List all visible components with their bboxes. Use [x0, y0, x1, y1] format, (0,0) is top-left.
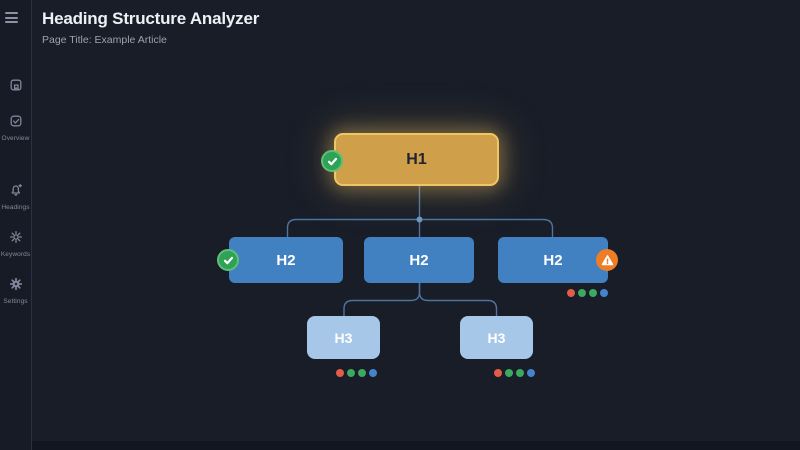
keyword-dots [336, 369, 377, 377]
keyword-dot [527, 369, 535, 377]
node-label: H3 [334, 329, 353, 346]
keyword-dots [567, 289, 608, 297]
sidebar-item-label: Keywords [0, 251, 31, 258]
keyword-dot [336, 369, 344, 377]
sidebar-item-keywords[interactable]: Keywords [0, 230, 31, 258]
node-h1[interactable]: H1 [334, 133, 499, 186]
sidebar-item-label: Headings [1, 204, 30, 211]
node-h2-2[interactable]: H2 [364, 237, 474, 283]
node-h2-1[interactable]: H2 [229, 237, 343, 283]
keyword-dot [589, 289, 597, 297]
node-h3-1[interactable]: H3 [307, 316, 380, 359]
sidebar-item-label: Settings [3, 298, 28, 305]
check-badge [217, 249, 239, 271]
page-subtitle: Page Title: Example Article [42, 34, 167, 46]
keyword-dot [369, 369, 377, 377]
header: Heading Structure Analyzer Page Title: E… [42, 9, 259, 46]
keyword-dot [516, 369, 524, 377]
check-icon [223, 256, 233, 264]
warning-badge [596, 249, 618, 271]
page-title: Heading Structure Analyzer [42, 9, 260, 28]
node-label: H3 [487, 329, 506, 346]
settings-gear-icon [9, 277, 22, 291]
keyword-dot [567, 289, 575, 297]
check-icon [327, 157, 337, 165]
node-h3-2[interactable]: H3 [460, 316, 533, 359]
sidebar-item-settings[interactable]: Settings [0, 277, 31, 305]
keyword-dot [505, 369, 513, 377]
keyword-dot [578, 289, 586, 297]
keyword-dot [347, 369, 355, 377]
menu-icon[interactable] [5, 12, 18, 26]
keyword-dot [358, 369, 366, 377]
keyword-dot [494, 369, 502, 377]
sidebar-item-bookmark[interactable] [0, 78, 31, 97]
sidebar: Overview Headings Keywords Settings [0, 0, 32, 450]
sidebar-item-overview[interactable]: Overview [0, 114, 31, 142]
bookmark-icon [10, 79, 21, 91]
node-label: H2 [276, 251, 296, 269]
check-square-icon [10, 115, 21, 127]
node-label: H1 [406, 150, 427, 168]
node-h2-3[interactable]: H2 [498, 237, 608, 283]
bottom-bar [0, 440, 800, 450]
gear-icon [9, 230, 22, 244]
keyword-dot [600, 289, 608, 297]
sidebar-item-label: Overview [1, 135, 30, 142]
keyword-dots [494, 369, 535, 377]
warning-triangle-icon [601, 254, 613, 265]
node-label: H2 [543, 251, 563, 269]
sidebar-item-headings[interactable]: Headings [0, 183, 31, 211]
node-label: H2 [409, 251, 429, 269]
junction-dot [416, 216, 423, 223]
bell-alert-icon [11, 183, 22, 196]
check-badge [321, 150, 343, 172]
